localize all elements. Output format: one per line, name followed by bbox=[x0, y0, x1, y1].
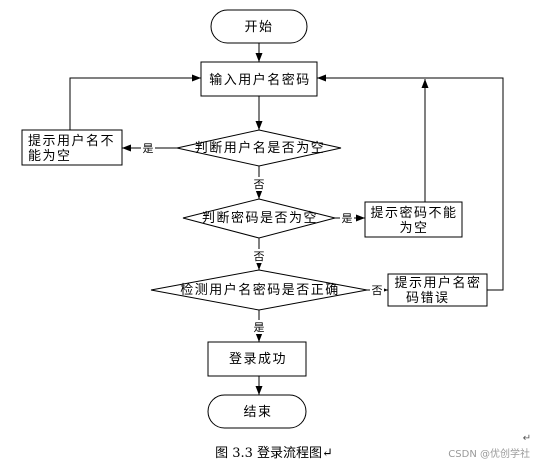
edge-label-check-password-yes: 是 bbox=[340, 211, 354, 225]
node-input: 输入用户名密码 bbox=[200, 61, 318, 97]
input-label: 输入用户名密码 bbox=[209, 72, 311, 88]
password-empty-msg-line-1: 提示密码不能 bbox=[370, 205, 457, 221]
node-start: 开始 bbox=[210, 9, 308, 44]
verify-decision-shape bbox=[150, 269, 368, 311]
paragraph-mark: ↵ bbox=[523, 433, 531, 444]
wrong-msg-line-1: 提示用户名密 bbox=[394, 275, 481, 291]
username-empty-msg-line-1: 提示用户名不 bbox=[28, 133, 115, 149]
password-empty-msg-shape bbox=[364, 201, 463, 238]
node-password-empty-msg: 提示密码不能 为空 bbox=[364, 201, 463, 238]
end-label: 结束 bbox=[243, 405, 272, 420]
edge-username-empty-to-input bbox=[69, 74, 201, 130]
no-label: 否 bbox=[254, 178, 265, 191]
watermark: CSDN @优创学社 bbox=[448, 447, 530, 460]
yes-label: 是 bbox=[342, 212, 353, 225]
check-username-label: 判断用户名是否为空 bbox=[195, 140, 326, 156]
label-bg bbox=[252, 249, 266, 263]
check-password-decision-shape bbox=[182, 198, 336, 239]
node-wrong-msg: 提示用户名密 码错误 bbox=[387, 273, 488, 307]
node-check-username: 判断用户名是否为空 bbox=[176, 129, 342, 167]
wrong-msg-line-2: 码错误 bbox=[406, 291, 450, 306]
username-empty-msg-line-2: 能为空 bbox=[28, 149, 72, 164]
label-bg bbox=[252, 177, 266, 191]
start-label: 开始 bbox=[244, 20, 273, 35]
label-bg bbox=[141, 141, 155, 155]
input-process-shape bbox=[200, 61, 318, 97]
edge-label-verify-yes: 是 bbox=[252, 320, 266, 334]
edge-label-check-username-no: 否 bbox=[252, 177, 266, 191]
node-verify: 检测用户名密码是否正确 bbox=[150, 269, 368, 311]
figure-caption: 图 3.3 登录流程图↵ bbox=[215, 446, 333, 461]
verify-label: 检测用户名密码是否正确 bbox=[180, 282, 340, 298]
label-bg bbox=[370, 283, 384, 297]
start-terminal-shape bbox=[210, 9, 308, 44]
node-success: 登录成功 bbox=[207, 341, 307, 377]
end-terminal-shape bbox=[207, 394, 307, 429]
no-label: 否 bbox=[372, 284, 383, 297]
edge-label-verify-no: 否 bbox=[370, 283, 384, 297]
no-label: 否 bbox=[254, 250, 265, 263]
check-username-decision-shape bbox=[176, 129, 342, 167]
success-process-shape bbox=[207, 341, 307, 377]
check-password-label: 判断密码是否为空 bbox=[202, 210, 318, 226]
label-bg bbox=[252, 320, 266, 334]
node-check-password: 判断密码是否为空 bbox=[182, 198, 336, 239]
node-end: 结束 bbox=[207, 394, 307, 429]
edge-label-check-username-yes: 是 bbox=[141, 141, 155, 155]
label-bg bbox=[340, 211, 354, 225]
edge-label-check-password-no: 否 bbox=[252, 249, 266, 263]
username-empty-msg-shape bbox=[21, 129, 123, 166]
yes-label: 是 bbox=[143, 142, 154, 155]
wrong-msg-shape bbox=[387, 273, 488, 307]
node-username-empty-msg: 提示用户名不 能为空 bbox=[21, 129, 123, 166]
success-label: 登录成功 bbox=[229, 352, 287, 367]
password-empty-msg-line-2: 为空 bbox=[399, 221, 428, 236]
yes-label: 是 bbox=[254, 321, 265, 334]
edge-wrong-to-input bbox=[317, 74, 504, 291]
